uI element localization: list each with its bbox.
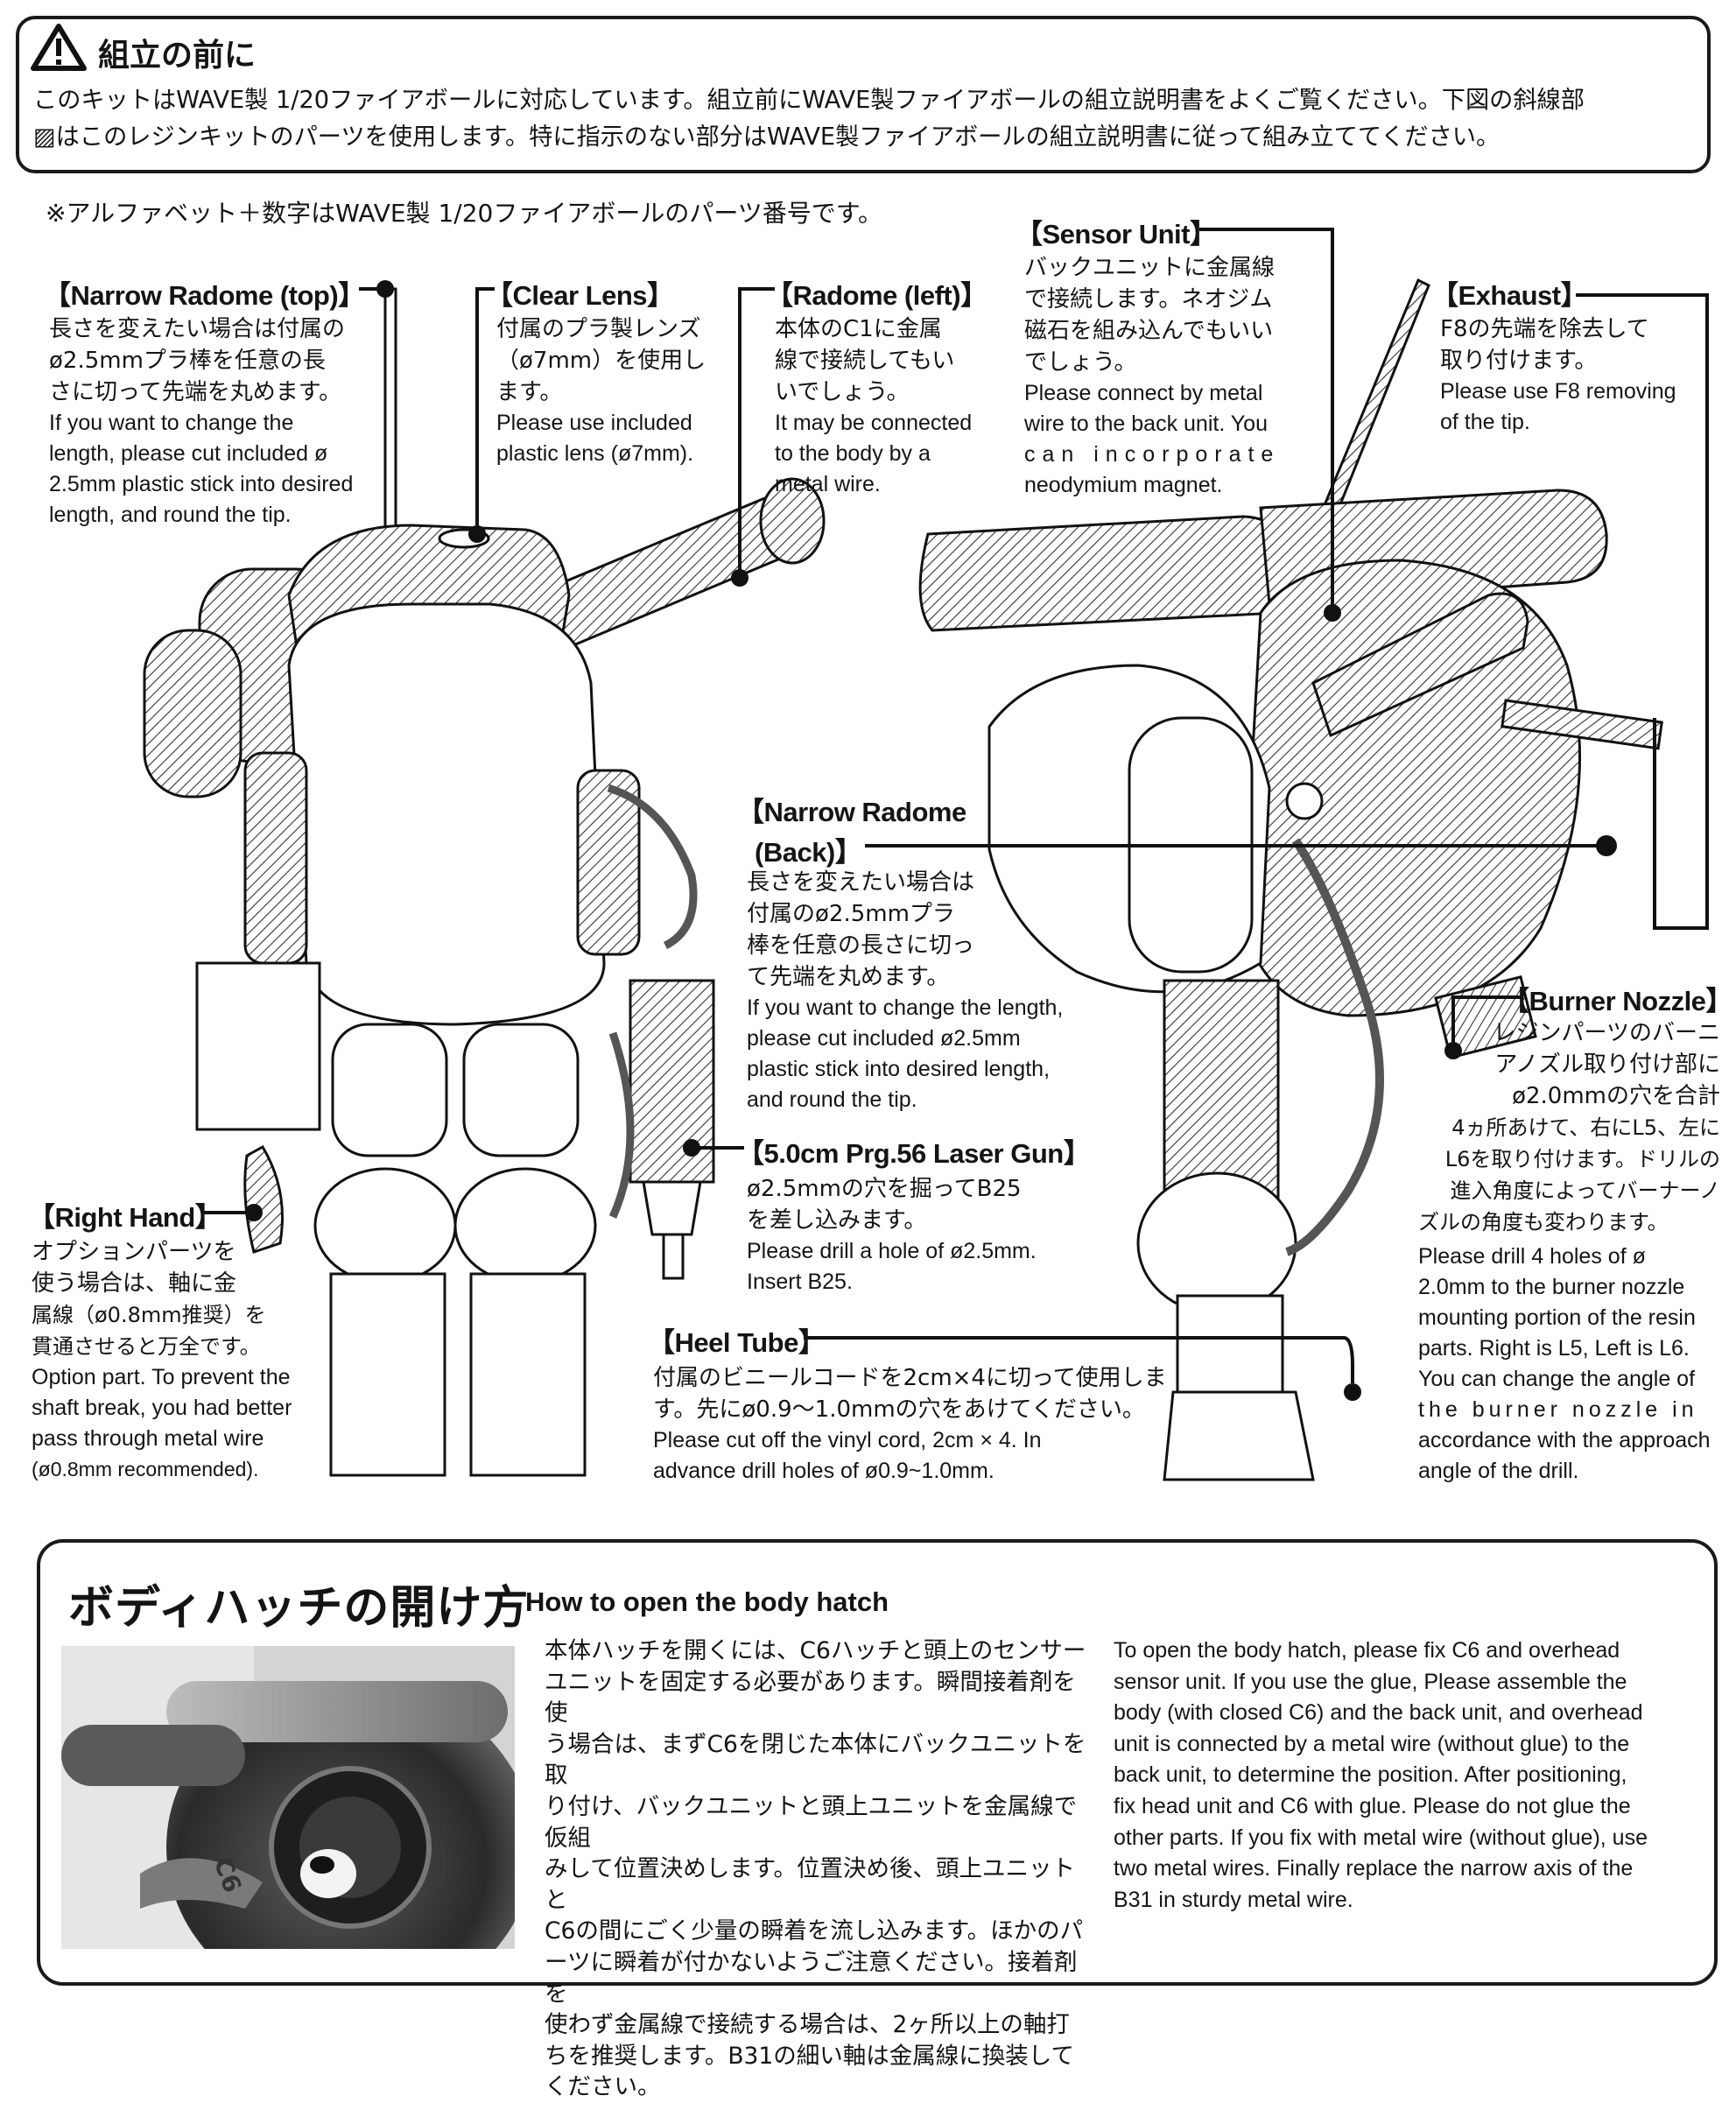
warning-body-line-2: ▨はこのレジンキットのパーツを使用します。特に指示のない部分はWAVE製ファイア…: [33, 123, 1501, 151]
burner-nozzle-text-en: Please drill 4 holes of ø 2.0mm to the b…: [1418, 1244, 1711, 1483]
burner-nozzle-text: レジンパーツのバーニ アノズル取り付け部に ø2.0mmの穴を合計 4ヵ所あけて…: [1418, 1020, 1720, 1234]
laser-gun-title: 【5.0cm Prg.56 Laser Gun】: [737, 1138, 1091, 1169]
warning-title: 組立の前に: [98, 38, 257, 74]
clear-lens-title: 【Clear Lens】: [486, 280, 674, 311]
narrow-radome-top-text: 長さを変えたい場合は付属の ø2.5mmプラ棒を任意の長 さに切って先端を丸めま…: [49, 316, 354, 527]
exhaust-title: 【Exhaust】: [1431, 280, 1588, 311]
sensor-unit-title: 【Sensor Unit】: [1016, 219, 1217, 250]
burner-nozzle-title: 【Burner Nozzle】: [1502, 986, 1732, 1016]
narrow-radome-back-title: 【Narrow Radome: [737, 797, 966, 827]
hatch-title-ja: ボディハッチの開け方: [68, 1582, 530, 1635]
sensor-unit-text: バックユニットに金属線 で接続します。ネオジム 磁石を組み込んでもいい でしょう…: [1024, 255, 1281, 497]
radome-left-title: 【Radome (left)】: [766, 280, 987, 311]
hatch-title-en: How to open the body hatch: [525, 1586, 889, 1617]
narrow-radome-top-title: 【Narrow Radome (top)】: [44, 280, 365, 311]
warning-box: [16, 16, 1711, 173]
warning-triangle-icon: [31, 24, 87, 71]
laser-gun-text: ø2.5mmの穴を掘ってB25 を差し込みます。 Please drill a …: [747, 1176, 1037, 1294]
narrow-radome-back-text: 長さを変えたい場合は 付属のø2.5mmプラ 棒を任意の長さに切っ て先端を丸め…: [747, 869, 1064, 1112]
hatch-text-ja: 本体ハッチを開くには、C6ハッチと頭上のセンサー ユニットを固定する必要がありま…: [545, 1637, 1086, 2101]
narrow-radome-top-part: [383, 287, 397, 553]
laser-gun-part: [629, 979, 715, 1184]
right-hand-title: 【Right Hand】: [28, 1202, 222, 1233]
hatch-text-en: To open the body hatch, please fix C6 an…: [1114, 1638, 1648, 1912]
radome-left-text: 本体のC1に金属 線で接続してもい いでしょう。 It may be conne…: [775, 316, 973, 496]
exhaust-text: F8の先端を除去して 取り付けます。 Please use F8 removin…: [1440, 316, 1676, 434]
exhaust-part: [1501, 699, 1663, 750]
body-shell: [287, 602, 606, 1026]
hatch-box: [37, 1539, 1718, 1986]
clear-lens-text: 付属のプラ製レンズ （ø7mm）を使用し ます。 Please use incl…: [496, 316, 706, 466]
hatch-photo: C6: [61, 1646, 515, 1949]
heel-tube-text: 付属のビニールコードを2cm×4に切って使用しま す。先にø0.9～1.0mmの…: [653, 1365, 1167, 1483]
assembly-illustration: [143, 228, 1709, 1481]
right-hand-part: [243, 1144, 284, 1254]
warning-body-line-1: このキットはWAVE製 1/20ファイアボールに対応しています。組立前にWAVE…: [33, 87, 1585, 114]
narrow-radome-back-title-cont: (Back)】: [755, 837, 862, 868]
heel-tube-title: 【Heel Tube】: [648, 1327, 826, 1358]
parts-number-note: ※アルファベット＋数字はWAVE製 1/20ファイアボールのパーツ番号です。: [46, 199, 882, 228]
right-hand-text: オプションパーツを 使う場合は、軸に金 属線（ø0.8mm推奨）を 貫通させると…: [32, 1239, 292, 1481]
